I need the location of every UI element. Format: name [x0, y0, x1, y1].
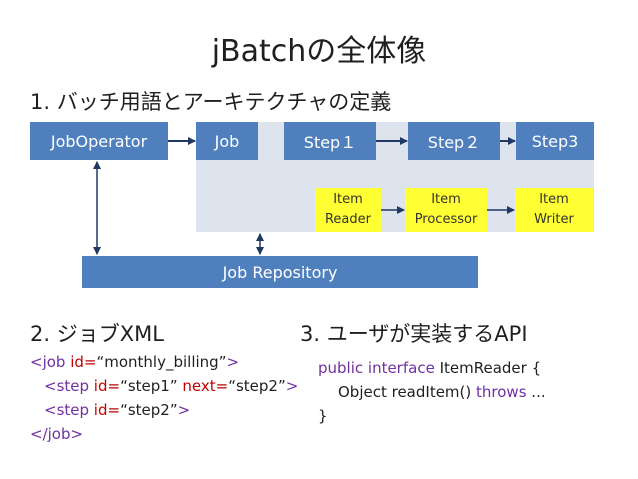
xml-value: “monthly_billing” [96, 353, 227, 371]
item-processor-line1: Item [431, 192, 461, 207]
job-operator-box: JobOperator [30, 122, 168, 160]
code-text: ... [526, 383, 546, 401]
page-title: jBatchの全体像 [211, 34, 427, 69]
xml-tag: > [285, 377, 299, 395]
section3-heading: 3. ユーザが実装するAPI [300, 322, 528, 346]
api-line-2: Object readItem() throws ... [318, 380, 546, 404]
item-reader-box: Item Reader [315, 188, 381, 232]
code-text: ItemReader { [434, 359, 542, 377]
code-text: } [318, 407, 328, 425]
xml-attr: next= [182, 377, 229, 395]
xml-line-1: <job id=“monthly_billing”> [30, 350, 298, 374]
xml-attr: id= [70, 353, 97, 371]
section1-heading: 1. バッチ用語とアーキテクチャの定義 [30, 90, 392, 114]
item-processor-box: Item Processor [405, 188, 487, 232]
item-reader-line2: Reader [324, 212, 371, 227]
job-box: Job [196, 122, 258, 160]
xml-tag: <step [44, 401, 94, 419]
xml-attr: id= [93, 377, 121, 395]
xml-tag: > [177, 401, 191, 419]
item-writer-line2: Writer [534, 212, 574, 227]
xml-value: “step1” [120, 377, 183, 395]
xml-tag: > [226, 353, 240, 371]
step2-box: Step２ [408, 122, 500, 160]
section2-heading: 2. ジョブXML [30, 322, 164, 346]
item-writer-line1: Item [539, 192, 569, 207]
item-writer-box: Item Writer [515, 188, 593, 232]
step3-box: Step3 [516, 122, 594, 160]
code-text: Object readItem() [338, 383, 477, 401]
xml-tag: <job [30, 353, 71, 371]
xml-line-2: <step id=“step1” next=“step2”> [30, 374, 298, 398]
xml-attr: id= [93, 401, 121, 419]
item-processor-line2: Processor [414, 212, 478, 227]
xml-tag: <step [44, 377, 94, 395]
xml-line-4: </job> [30, 422, 298, 446]
api-line-3: } [318, 404, 546, 428]
code-keyword: throws [476, 383, 527, 401]
item-reader-line1: Item [333, 192, 363, 207]
code-keyword: public interface [318, 359, 435, 377]
api-code: public interface ItemReader {Object read… [318, 356, 546, 428]
step1-box: Step１ [284, 122, 376, 160]
xml-value: “step2” [120, 401, 178, 419]
xml-line-3: <step id=“step2”> [30, 398, 298, 422]
job-repository-box: Job Repository [82, 256, 478, 288]
xml-value: “step2” [228, 377, 286, 395]
api-line-1: public interface ItemReader { [318, 356, 546, 380]
xml-tag: </job> [30, 425, 84, 443]
job-xml-code: <job id=“monthly_billing”><step id=“step… [30, 350, 298, 446]
